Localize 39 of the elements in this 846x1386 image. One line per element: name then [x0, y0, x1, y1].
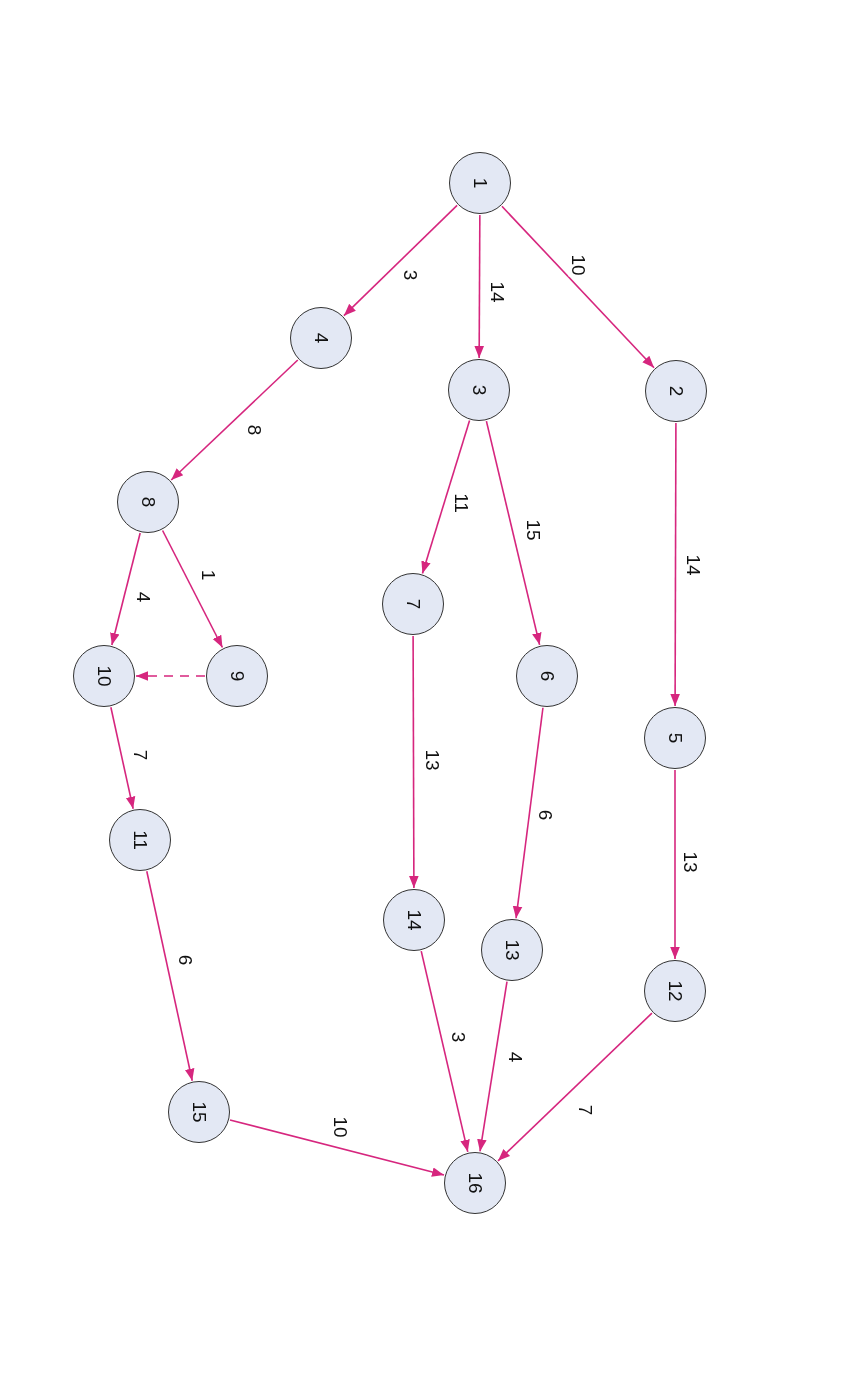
arrow	[670, 769, 680, 960]
arrow	[161, 529, 224, 649]
arrow	[474, 214, 484, 359]
node-number: 2	[665, 385, 687, 397]
node-number: 16	[464, 1172, 486, 1194]
node-number: 10	[93, 665, 115, 687]
arrow	[477, 980, 508, 1153]
node-number: 15	[188, 1101, 210, 1123]
arrow	[343, 204, 458, 317]
node-number: 14	[403, 909, 425, 931]
node-number: 11	[129, 830, 151, 850]
arrow	[146, 870, 195, 1082]
node-number: 13	[501, 939, 523, 961]
node-number: 7	[402, 598, 424, 610]
node-number: 5	[664, 732, 686, 744]
node-number: 3	[468, 384, 490, 396]
arrow	[501, 205, 655, 369]
arrow	[485, 420, 542, 646]
node-circle	[290, 307, 352, 369]
arrow	[110, 532, 141, 646]
arrow	[110, 706, 136, 810]
arrow	[170, 359, 299, 481]
arrow	[409, 635, 419, 889]
arrow	[497, 1012, 653, 1162]
dashed-arrow	[135, 671, 206, 681]
node-number: 12	[664, 980, 686, 1002]
arrow	[670, 422, 680, 707]
node-circle	[449, 152, 511, 214]
node-circle	[117, 471, 179, 533]
arrow	[420, 950, 470, 1153]
node-number: 6	[536, 670, 558, 682]
edge-label: 10	[568, 253, 588, 277]
node-number: 9	[226, 670, 248, 682]
node-number: 4	[310, 332, 332, 344]
arrow	[421, 419, 471, 575]
arrow	[512, 706, 544, 920]
node-number: 1	[469, 177, 491, 189]
node-number: 8	[137, 496, 159, 508]
arrow	[229, 1119, 445, 1177]
